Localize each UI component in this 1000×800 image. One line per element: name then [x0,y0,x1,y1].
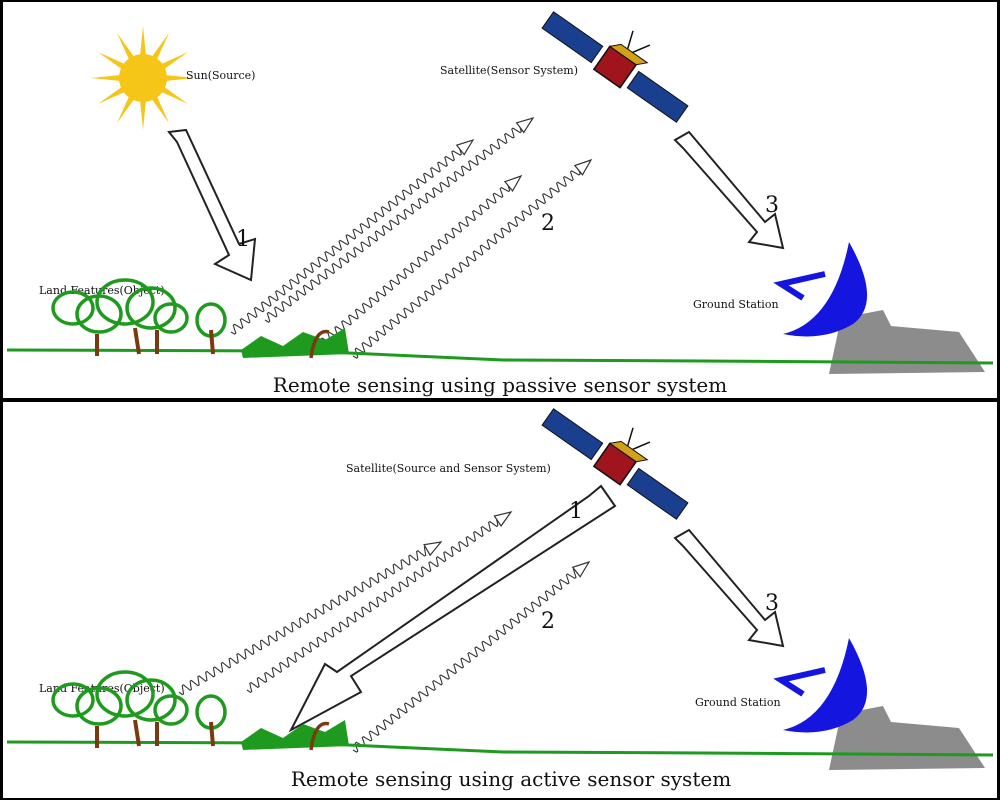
passive-panel: Sun(Source) 1 2 Satellite(Sensor System)… [3,2,997,398]
land-features-icon [6,278,994,365]
ground-station-icon [773,242,985,374]
satellite-top-icon [608,440,649,463]
downlink-arrow [673,528,785,648]
sun-ray-icon [150,33,169,63]
tree-canopy-icon [125,286,177,330]
passive-scene: Sun(Source) 1 2 Satellite(Sensor System)… [6,11,994,397]
step-1-label: 1 [569,499,583,524]
wave-line [264,123,522,323]
sun-ray-icon [117,93,136,123]
sun-ray-icon [98,52,128,71]
wave-arrowhead-icon [423,541,443,557]
tree-trunk-icon [309,721,330,751]
step-1-label: 1 [236,227,250,252]
reflected-waves [230,116,593,359]
solar-panel-left-icon [541,11,604,64]
ground-station-icon [773,638,985,770]
tree-trunk-icon [209,721,215,747]
step-3-label: 3 [765,193,779,218]
sun-icon [91,26,195,130]
satellite-label: Satellite(Source and Sensor System) [346,462,551,475]
tree-trunk-icon [133,719,141,747]
wave-arrowhead-icon [503,174,523,192]
antenna-icon [632,441,651,451]
tree-canopy-icon [153,694,189,726]
station-building-icon [829,310,985,374]
step-3-label: 3 [765,591,779,616]
wave-arrowhead-icon [515,116,535,134]
sun-ray-icon [158,85,188,104]
step-2-label: 2 [541,211,555,236]
wave-arrowhead-icon [455,138,475,156]
satellite-icon [541,11,689,123]
tree-canopy-icon [125,678,177,722]
reflected-waves [178,511,591,753]
tree-canopy-icon [95,670,155,718]
wave-arrowhead-icon [571,560,591,578]
land-features-icon [6,670,994,757]
wave-line [178,545,427,696]
shrub-icon [241,328,349,358]
sun-ray-icon [139,97,147,130]
sun-ray-icon [117,33,136,63]
sun-label: Sun(Source) [186,69,255,82]
sun-ray-icon [162,74,195,82]
satellite-icon [541,408,689,520]
feed-horn-icon [773,271,826,301]
antenna-icon [626,30,634,50]
wave-arrowhead-icon [573,158,593,176]
dish-icon [783,638,868,733]
active-caption: Remote sensing using active sensor syste… [291,767,731,791]
wave-line [318,182,511,349]
antenna-icon [626,427,634,447]
tree-trunk-icon [309,329,330,359]
satellite-top-icon [608,43,649,66]
tree-trunk-icon [209,329,215,355]
passive-caption: Remote sensing using passive sensor syst… [273,373,727,397]
sun-disc-icon [119,54,167,102]
wave-line [352,567,577,753]
ground-station-label: Ground Station [693,298,779,311]
incident-energy-arrow [167,128,257,282]
sun-ray-icon [158,52,188,71]
sun-ray-icon [98,85,128,104]
active-panel: Satellite(Source and Sensor System) 1 2 … [3,402,997,798]
tree-canopy-icon [95,278,155,326]
shrub-icon [241,720,349,750]
emitted-energy-arrow [288,484,617,733]
tree-canopy-icon [75,294,123,334]
ground-station-label: Ground Station [695,696,781,709]
satellite-label: Satellite(Sensor System) [440,64,578,77]
wave-line [352,165,581,359]
tree-canopy-icon [51,682,95,718]
antenna-icon [632,44,651,54]
wave-arrowhead-icon [493,511,513,527]
tree-canopy-icon [153,302,189,334]
sun-rays-icon [91,26,195,130]
sun-ray-icon [91,74,124,82]
ground-line [6,740,994,757]
step-2-label: 2 [541,609,555,634]
sun-ray-icon [139,26,147,59]
sun-ray-icon [150,93,169,123]
wave-line [230,146,463,335]
tree-trunk-icon [133,327,141,355]
solar-panel-right-icon [626,70,689,123]
solar-panel-left-icon [541,408,604,461]
solar-panel-right-icon [626,467,689,520]
downlink-arrow [673,130,785,250]
wave-line [246,517,499,694]
tree-canopy-icon [51,290,95,326]
feed-horn-icon [773,667,826,697]
ground-line [6,348,994,365]
dish-icon [783,242,868,337]
active-scene: Satellite(Source and Sensor System) 1 2 … [6,408,994,791]
